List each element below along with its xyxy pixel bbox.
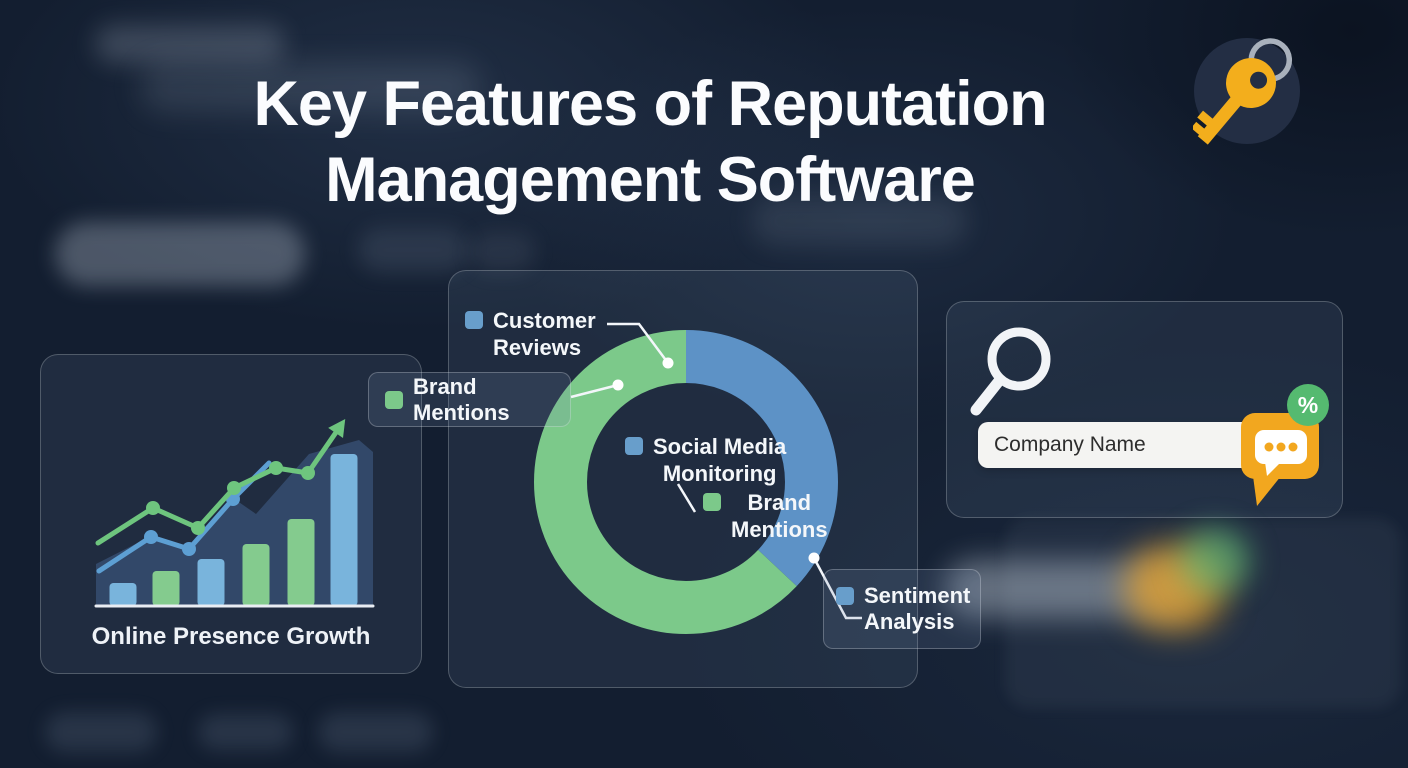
background-blur-shape bbox=[358, 228, 468, 272]
title-line-2: Management Software bbox=[325, 145, 976, 215]
company-search-card: % bbox=[946, 301, 1343, 518]
background-blur-shape bbox=[470, 232, 535, 272]
background-blur-shape bbox=[55, 222, 305, 286]
background-blur-shape bbox=[95, 25, 285, 63]
donut-chart bbox=[534, 330, 838, 634]
percent-badge: % bbox=[1287, 384, 1329, 426]
callout-dot bbox=[808, 552, 820, 564]
search-icon bbox=[970, 327, 1051, 416]
green-swatch-icon bbox=[385, 390, 403, 409]
title-line-1: Key Features of Reputation bbox=[253, 69, 1047, 139]
background-blur-shape bbox=[140, 62, 480, 112]
background-blur-shape bbox=[318, 712, 433, 752]
online-presence-growth-card: Online Presence Growth bbox=[40, 354, 422, 674]
background-blur-shape bbox=[45, 712, 157, 752]
blue-swatch-icon bbox=[625, 437, 643, 455]
blue-swatch-icon bbox=[836, 587, 854, 605]
blue-swatch-icon bbox=[465, 311, 483, 329]
growth-card-caption: Online Presence Growth bbox=[91, 623, 371, 650]
background-blur-shape bbox=[752, 196, 967, 246]
callout-dot bbox=[612, 379, 624, 391]
callout-dot bbox=[662, 357, 674, 369]
growth-bar-line-chart bbox=[94, 418, 375, 608]
background-blur-shape bbox=[198, 714, 293, 750]
green-swatch-icon bbox=[703, 493, 721, 511]
key-icon bbox=[1191, 36, 1303, 146]
chat-bubble-icon bbox=[1241, 413, 1319, 506]
label-brand-mentions-left: Brand Mentions bbox=[368, 372, 571, 427]
page-title: Key Features of Reputation Management So… bbox=[40, 66, 1260, 218]
background-blur-green bbox=[1180, 528, 1250, 593]
